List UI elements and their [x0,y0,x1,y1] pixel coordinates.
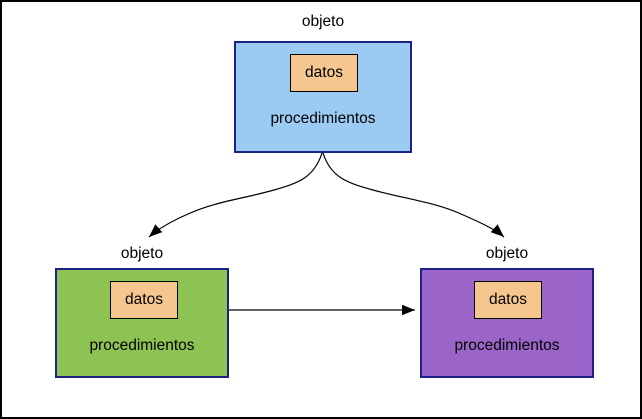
arrow-top-to-right-icon [322,152,505,238]
objeto-left-label: objeto [120,245,164,262]
objeto-right-datos-box: datos [474,281,542,319]
objeto-top-datos-box: datos [290,54,358,92]
objeto-top-label: objeto [301,13,345,30]
objeto-top-datos-label: datos [305,64,343,81]
objeto-right-datos-label: datos [489,291,527,308]
arrow-top-to-left-icon [148,152,323,238]
objeto-left-procedimientos-label: procedimientos [89,337,195,354]
objeto-left-datos-box: datos [110,281,178,319]
objeto-right-procedimientos-label: procedimientos [454,337,560,354]
objeto-left-datos-label: datos [125,291,163,308]
objeto-top-procedimientos-label: procedimientos [270,110,376,127]
objeto-right-label: objeto [485,245,529,262]
